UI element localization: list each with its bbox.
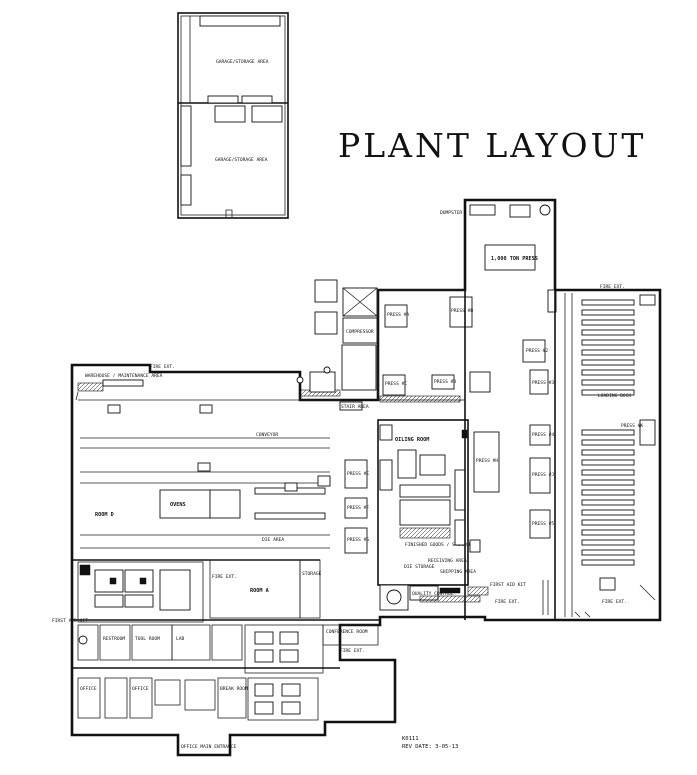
rack-row	[581, 339, 635, 346]
warehouse-right: FIRE EXT. LOADING DOCK PRESS #K FIRE EXT…	[440, 210, 656, 620]
rack-row	[581, 359, 635, 366]
lab-label: LAB	[176, 636, 185, 642]
room-a-label: ROOM A	[250, 588, 270, 594]
ovens-label: OVENS	[170, 502, 186, 508]
rack-row	[581, 319, 635, 326]
revision-line-1: K0111	[402, 736, 419, 742]
fire-ext-label-6: FIRE EXT.	[602, 599, 627, 605]
rack-row	[581, 559, 635, 566]
conveyor-label: CONVEYOR	[256, 432, 278, 438]
rack-row	[581, 519, 635, 526]
compressor-label: COMPRESSOR	[346, 329, 374, 335]
annex-building: GARAGE/STORAGE AREA GARAGE/STORAGE AREA	[177, 12, 289, 219]
fire-ext-label-5: FIRE EXT.	[600, 284, 625, 290]
fire-ext-label-2: FIRE EXT.	[212, 574, 237, 580]
office-label-2: OFFICE	[132, 686, 149, 692]
storage-label: STORAGE	[302, 571, 322, 577]
revision-note: K0111 REV DATE: 3-05-13	[402, 735, 458, 751]
office-label-1: OFFICE	[80, 686, 97, 692]
first-aid-label-2: FIRST AID KIT	[490, 582, 526, 588]
center-top-area: COMPRESSOR	[296, 279, 378, 393]
press-h-label: PRESS #H	[476, 458, 498, 464]
production-hall-left: WAREHOUSE / MAINTENANCE AREA CONVEYOR OV…	[75, 364, 369, 549]
rack-row	[581, 349, 635, 356]
rack-row	[581, 549, 635, 556]
shipping-label: SHIPPING AREA	[440, 569, 476, 575]
rack-row	[581, 379, 635, 386]
quality-label: QUALITY CONTROL	[412, 591, 454, 597]
warehouse-label: WAREHOUSE / MAINTENANCE AREA	[85, 373, 163, 379]
press-4-label: PRESS #4	[532, 432, 554, 438]
first-aid-label-1: FIRST AID KIT	[52, 618, 88, 624]
rack-row	[581, 369, 635, 376]
press-bay: 1,000 TON PRESS PRESS #2 PRESS #3 PRESS …	[419, 200, 557, 620]
press-column: PRESS #E PRESS #F PRESS #G	[317, 459, 409, 611]
press-1000-label: 1,000 TON PRESS	[491, 256, 538, 262]
rack-row	[581, 309, 635, 316]
press-5-label: PRESS #5	[532, 521, 554, 527]
fire-ext-label-3: FIRE EXT.	[340, 648, 365, 654]
press-j-label: PRESS #J	[532, 472, 554, 478]
stair-label: STAIR AREA	[341, 404, 369, 410]
rack-row	[581, 429, 635, 436]
press-e-label: PRESS #E	[347, 471, 369, 477]
oiling-room-label: OILING ROOM	[395, 437, 429, 443]
fire-ext-label-1: FIRE EXT.	[150, 364, 175, 370]
rack-rows	[581, 299, 635, 566]
office-blocks: ROOM A FIRE EXT. STORAGE RESTROOM TOOL R…	[52, 559, 380, 750]
dumpster-label: DUMPSTER	[440, 210, 462, 216]
rack-row	[581, 459, 635, 466]
office-entrance-label: OFFICE MAIN ENTRANCE	[181, 744, 237, 750]
rack-row	[581, 499, 635, 506]
press-g-label: PRESS #G	[347, 537, 369, 543]
revision-line-2: REV DATE: 3-05-13	[402, 744, 459, 750]
rack-row	[581, 489, 635, 496]
receiving-label: RECEIVING AREA	[428, 558, 467, 564]
press-f-label: PRESS #F	[347, 505, 369, 511]
conf-room-label: CONFERENCE ROOM	[326, 629, 368, 635]
die-area-label: DIE AREA	[262, 537, 284, 543]
break-room-label: BREAK ROOM	[220, 686, 248, 692]
rack-row	[581, 329, 635, 336]
press-d-label: PRESS #D	[434, 379, 456, 385]
rack-row	[581, 449, 635, 456]
restroom-label: RESTROOM	[103, 636, 125, 642]
main-building-outline	[70, 198, 662, 757]
rack-row	[581, 469, 635, 476]
rack-row	[581, 509, 635, 516]
finished-goods-label: FINISHED GOODS / STORAGE	[405, 542, 472, 548]
rack-row	[581, 479, 635, 486]
rack-row	[581, 539, 635, 546]
annex-upper-label: GARAGE/STORAGE AREA	[216, 59, 269, 65]
load-dock-label: LOADING DOCK	[598, 393, 631, 399]
press-b-label: PRESS #B	[451, 308, 473, 314]
rack-row	[581, 529, 635, 536]
fire-ext-label-4: FIRE EXT.	[495, 599, 520, 605]
press-c-label: PRESS #C	[385, 381, 407, 387]
press-2-label: PRESS #2	[526, 348, 548, 354]
press-a-label: PRESS #A	[387, 312, 409, 318]
press-3-label: PRESS #3	[532, 380, 554, 386]
rack-row	[581, 439, 635, 446]
press-k-label: PRESS #K	[621, 423, 643, 429]
annex-lower-label: GARAGE/STORAGE AREA	[215, 157, 268, 163]
die-storage-label: DIE STORAGE	[404, 564, 435, 570]
tool-room-label: TOOL ROOM	[135, 636, 160, 642]
press-room: PRESS #A PRESS #B PRESS #C PRESS #D	[377, 289, 491, 403]
room-d-label: ROOM D	[95, 512, 114, 518]
rack-row	[581, 389, 635, 396]
page-title: PLANT LAYOUT	[338, 126, 647, 165]
rack-row	[581, 299, 635, 306]
